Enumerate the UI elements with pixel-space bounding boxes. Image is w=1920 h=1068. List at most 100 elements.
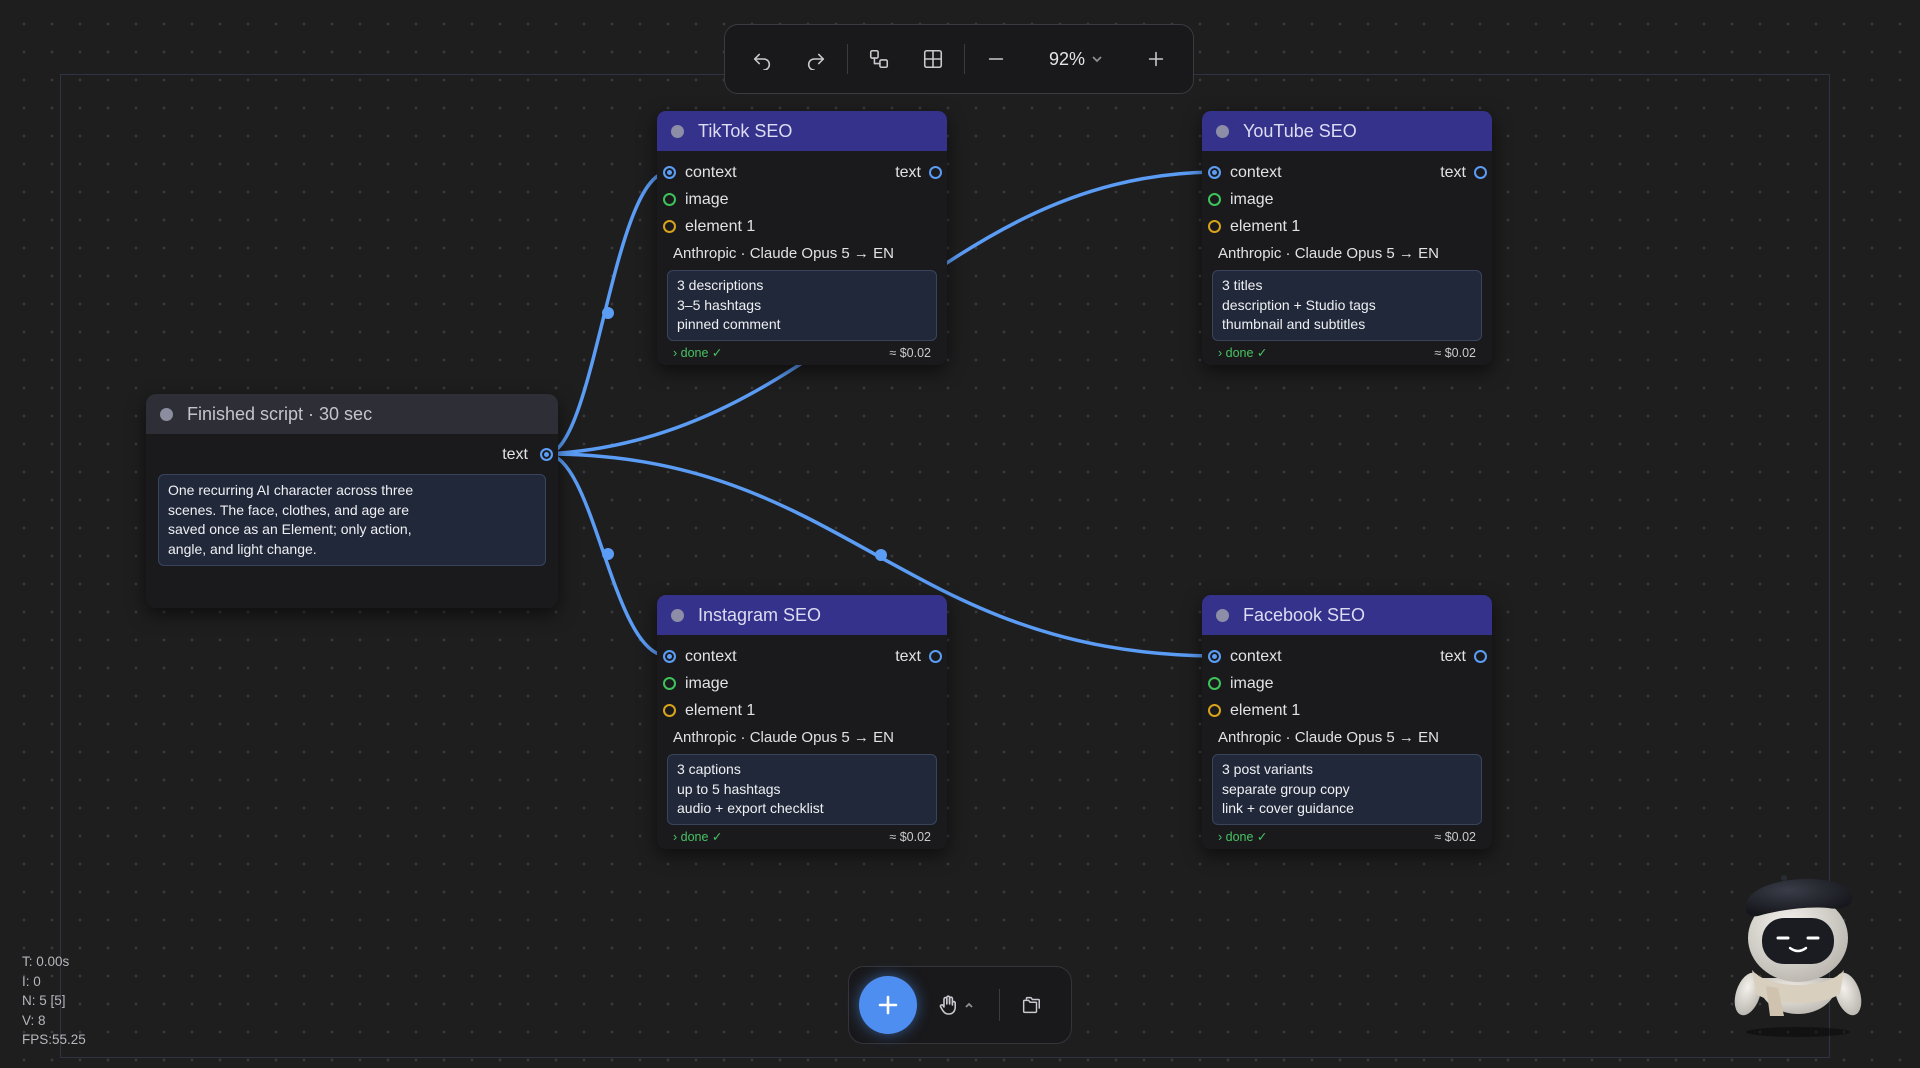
input-port-context[interactable] [1208, 650, 1221, 663]
model-selector[interactable]: Anthropic · Claude Opus 5 → EN [673, 729, 894, 746]
model-selector[interactable]: Anthropic · Claude Opus 5 → EN [1218, 729, 1439, 746]
node-youtube-seo[interactable]: YouTube SEO context text image element 1… [1202, 111, 1492, 365]
script-text-content: One recurring AI character across three … [168, 482, 414, 557]
library-button[interactable] [1006, 976, 1056, 1034]
wire-reroute-dot [875, 549, 887, 561]
input-label: image [1230, 190, 1274, 208]
node-footer: › done ✓ ≈ $0.02 [657, 825, 947, 849]
input-label: image [685, 674, 729, 692]
node-header[interactable]: YouTube SEO [1202, 111, 1492, 151]
grid-icon [923, 49, 942, 69]
input-label: image [1230, 674, 1274, 692]
node-finished-script[interactable]: Finished script · 30 sec text One recurr… [146, 394, 558, 608]
node-collapse-dot[interactable] [1216, 124, 1229, 138]
input-port-context[interactable] [1208, 166, 1221, 179]
node-collapse-dot[interactable] [1216, 608, 1229, 622]
output-label: text [895, 163, 921, 181]
wire-script-to-instagram [544, 452, 670, 658]
input-row-element: element 1 [657, 697, 947, 724]
output-label: text [895, 647, 921, 665]
output-label: text [1440, 163, 1466, 181]
input-port-element[interactable] [1208, 704, 1221, 717]
chevron-up-icon [965, 1002, 973, 1008]
prompt-field[interactable]: 3 descriptions 3–5 hashtags pinned comme… [667, 270, 937, 341]
model-selector[interactable]: Anthropic · Claude Opus 5 → EN [1218, 245, 1439, 262]
cost-estimate: ≈ $0.02 [1434, 345, 1476, 360]
node-instagram-seo[interactable]: Instagram SEO context text image element… [657, 595, 947, 849]
input-label: element 1 [685, 701, 756, 719]
undo-button[interactable] [735, 34, 789, 84]
input-label: context [1230, 647, 1282, 665]
prompt-field[interactable]: 3 titles description + Studio tags thumb… [1212, 270, 1482, 341]
node-header[interactable]: TikTok SEO [657, 111, 947, 151]
node-title: Finished script · 30 sec [187, 403, 373, 424]
zoom-out-button[interactable] [969, 34, 1023, 84]
node-collapse-dot[interactable] [671, 608, 684, 622]
script-text-field[interactable]: One recurring AI character across three … [158, 474, 546, 566]
robot-mascot-icon [1734, 875, 1862, 1037]
node-tiktok-seo[interactable]: TikTok SEO context text image element 1 … [657, 111, 947, 365]
node-title: YouTube SEO [1243, 120, 1357, 141]
prompt-field[interactable]: 3 captions up to 5 hashtags audio + expo… [667, 754, 937, 825]
pan-tool-button[interactable] [917, 976, 993, 1034]
input-port-image[interactable] [663, 677, 676, 690]
status-badge[interactable]: › done ✓ [1218, 346, 1268, 360]
wire-script-to-tiktok [544, 170, 670, 456]
prompt-line: 3 captions [677, 761, 741, 777]
input-row-context: context text [657, 643, 947, 670]
status-badge[interactable]: › done ✓ [673, 830, 723, 844]
input-port-element[interactable] [663, 704, 676, 717]
node-header[interactable]: Instagram SEO [657, 595, 947, 635]
input-port-image[interactable] [1208, 193, 1221, 206]
input-row-element: element 1 [1202, 213, 1492, 240]
input-port-image[interactable] [1208, 677, 1221, 690]
input-port-element[interactable] [1208, 220, 1221, 233]
chevron-down-icon [1092, 56, 1102, 63]
folder-stack-icon [1022, 996, 1040, 1014]
prompt-field[interactable]: 3 post variants separate group copy link… [1212, 754, 1482, 825]
input-port-element[interactable] [663, 220, 676, 233]
hand-icon [939, 995, 956, 1015]
output-port-text[interactable] [929, 166, 942, 179]
input-port-context[interactable] [663, 650, 676, 663]
input-port-image[interactable] [663, 193, 676, 206]
input-row-image: image [657, 670, 947, 697]
output-port-text[interactable] [1474, 650, 1487, 663]
input-label: context [685, 163, 737, 181]
output-port-text[interactable] [929, 650, 942, 663]
stat-i: I: 0 [22, 973, 41, 989]
prompt-line: pinned comment [677, 316, 781, 332]
toolbar-divider [963, 44, 965, 74]
output-port-text[interactable] [540, 448, 553, 461]
prompt-line: separate group copy [1222, 780, 1350, 797]
node-header[interactable]: Finished script · 30 sec [146, 394, 558, 434]
wire-reroute-dot [602, 307, 614, 319]
stat-v: V: 8 [22, 1012, 46, 1028]
redo-button[interactable] [789, 34, 843, 84]
node-header[interactable]: Facebook SEO [1202, 595, 1492, 635]
output-label: text [1440, 647, 1466, 665]
node-facebook-seo[interactable]: Facebook SEO context text image element … [1202, 595, 1492, 849]
prompt-line: audio + export checklist [677, 800, 824, 816]
node-collapse-dot[interactable] [671, 124, 684, 138]
add-node-button[interactable] [859, 976, 917, 1034]
prompt-line: 3 descriptions [677, 277, 764, 293]
zoom-in-button[interactable] [1129, 34, 1183, 84]
connect-nodes-button[interactable] [852, 34, 906, 84]
prompt-line: description + Studio tags [1222, 296, 1376, 313]
minus-icon [988, 58, 1004, 60]
plus-icon [1148, 51, 1164, 67]
output-port-text[interactable] [1474, 166, 1487, 179]
input-label: element 1 [1230, 701, 1301, 719]
input-label: image [685, 190, 729, 208]
status-badge[interactable]: › done ✓ [1218, 830, 1268, 844]
input-port-context[interactable] [663, 166, 676, 179]
status-badge[interactable]: › done ✓ [673, 346, 723, 360]
grid-button[interactable] [906, 34, 960, 84]
output-label: text [502, 446, 528, 463]
toolbar-divider [847, 44, 848, 74]
model-selector[interactable]: Anthropic · Claude Opus 5 → EN [673, 245, 894, 262]
zoom-level-dropdown[interactable]: 92% [1023, 34, 1129, 84]
node-title: Facebook SEO [1243, 604, 1366, 625]
node-collapse-dot[interactable] [160, 407, 173, 421]
